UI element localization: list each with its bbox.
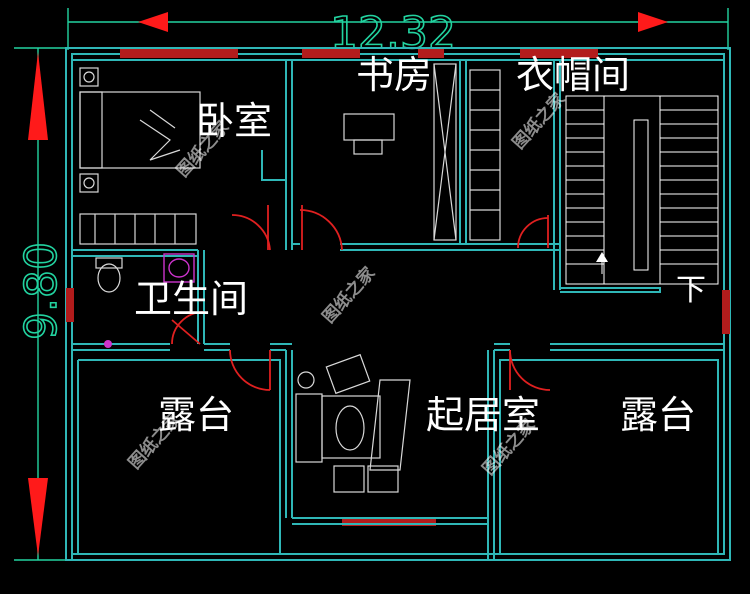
room-label-terrace-right: 露台 xyxy=(620,393,696,437)
bedroom-furniture xyxy=(79,67,201,245)
windows xyxy=(66,49,730,526)
arrow-right-icon xyxy=(638,12,668,32)
room-labels: 卧室 书房 衣帽间 卫生间 露台 起居室 露台 xyxy=(134,53,696,437)
interior-walls xyxy=(71,60,724,560)
watermark: 图纸之家 xyxy=(124,409,185,474)
window xyxy=(520,49,598,58)
window xyxy=(66,288,74,322)
bathroom-fixtures xyxy=(95,253,195,348)
arrow-down-icon xyxy=(28,478,48,556)
room-label-study: 书房 xyxy=(356,53,432,97)
window xyxy=(342,517,436,526)
window xyxy=(120,49,238,58)
window xyxy=(418,49,444,58)
living-furniture xyxy=(295,353,411,493)
room-label-bathroom: 卫生间 xyxy=(134,277,248,321)
doors xyxy=(171,205,551,391)
arrow-left-icon xyxy=(138,12,168,32)
arrow-up-icon xyxy=(28,52,48,140)
cloakroom-shelving xyxy=(469,69,501,241)
staircase: 下 xyxy=(565,95,719,308)
stair-direction-label: 下 xyxy=(676,273,706,308)
shower-icon xyxy=(104,340,112,348)
study-furniture xyxy=(343,63,457,241)
watermark: 图纸之家 xyxy=(318,263,379,328)
room-label-terrace-left: 露台 xyxy=(158,393,234,437)
window xyxy=(302,49,360,58)
stair-arrow-icon xyxy=(596,252,608,262)
room-label-cloakroom: 衣帽间 xyxy=(516,53,630,97)
window xyxy=(722,290,730,334)
dimension-height-label: 9.80 xyxy=(16,242,67,340)
room-label-living: 起居室 xyxy=(426,393,540,437)
room-label-bedroom: 卧室 xyxy=(196,99,272,143)
